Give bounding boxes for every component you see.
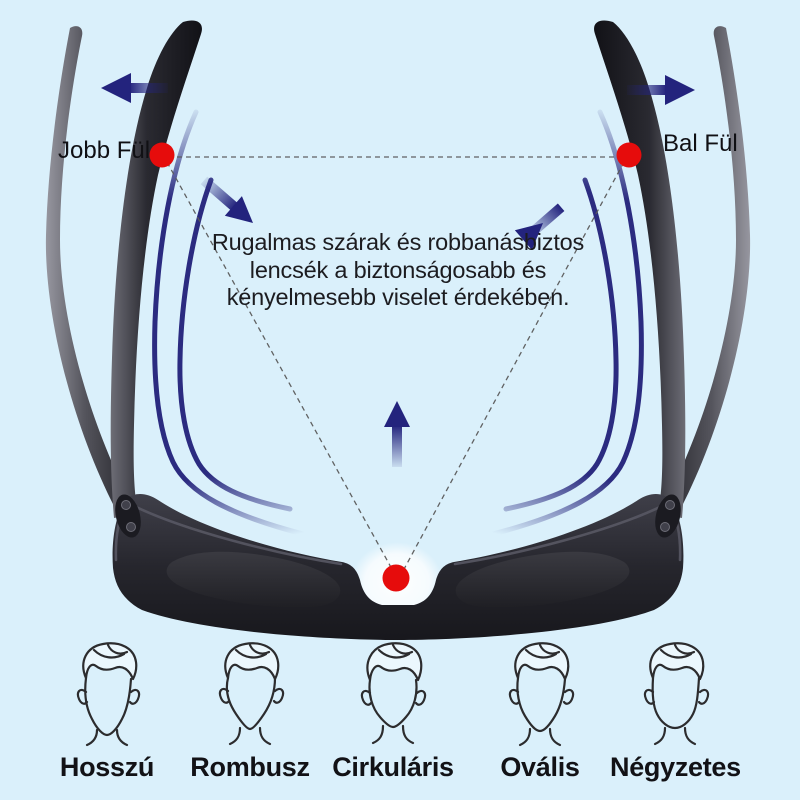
- temple-right-inner: [594, 20, 686, 518]
- face-round-icon: [360, 642, 427, 745]
- description-line-1: Rugalmas szárak és robbanásbiztos: [211, 229, 585, 255]
- temple-left-inner: [110, 20, 202, 518]
- arrow-down-right-icon: [200, 176, 253, 223]
- face-shape-cirkularis: Cirkuláris: [328, 636, 458, 783]
- face-shape-label: Ovális: [500, 752, 580, 782]
- face-square-icon: [643, 642, 710, 746]
- face-shape-label: Cirkuláris: [332, 752, 454, 782]
- arrow-left-icon: [101, 73, 168, 103]
- ear-pivot-dot-right: [149, 142, 175, 168]
- temple-left-outer: [45, 26, 131, 508]
- description-line-3: kényelmesebb viselet érdekében.: [226, 284, 570, 310]
- arrow-up-icon: [384, 401, 410, 467]
- face-shape-label: Hosszú: [59, 752, 155, 782]
- face-oval-icon: [508, 642, 575, 747]
- dashed-guide-triangle: [166, 156, 625, 572]
- lens-left: [166, 551, 341, 608]
- face-shape-hosszu: Hosszú: [42, 636, 172, 783]
- face-diamond-icon: [218, 642, 285, 746]
- temple-right-outer: [666, 26, 751, 508]
- arrow-down-left-icon: [514, 203, 565, 250]
- nose-bridge-dot: [382, 564, 410, 592]
- arrow-right-icon: [627, 75, 695, 105]
- left-ear-label: Bal Fül: [663, 130, 738, 157]
- face-shape-ovalis: Ovális: [475, 636, 605, 783]
- ear-pivot-dot-left: [616, 142, 642, 168]
- hinge-left: [115, 494, 141, 538]
- lens-right: [455, 551, 630, 608]
- flex-motion-curves-right: [490, 109, 644, 537]
- face-shape-label: Rombusz: [190, 752, 310, 782]
- face-long-icon: [76, 642, 141, 747]
- feature-description: Rugalmas szárak és robbanásbiztos lencsé…: [178, 229, 618, 312]
- face-shape-label: Négyzetes: [610, 752, 741, 782]
- face-shape-rombusz: Rombusz: [185, 636, 315, 783]
- flex-motion-curves-left: [152, 109, 306, 537]
- description-line-2: lencsék a biztonságosabb és: [249, 256, 547, 283]
- hinge-right: [655, 494, 681, 538]
- right-ear-label: Jobb Fül: [58, 137, 151, 164]
- face-shape-negyzetes: Négyzetes: [610, 636, 741, 783]
